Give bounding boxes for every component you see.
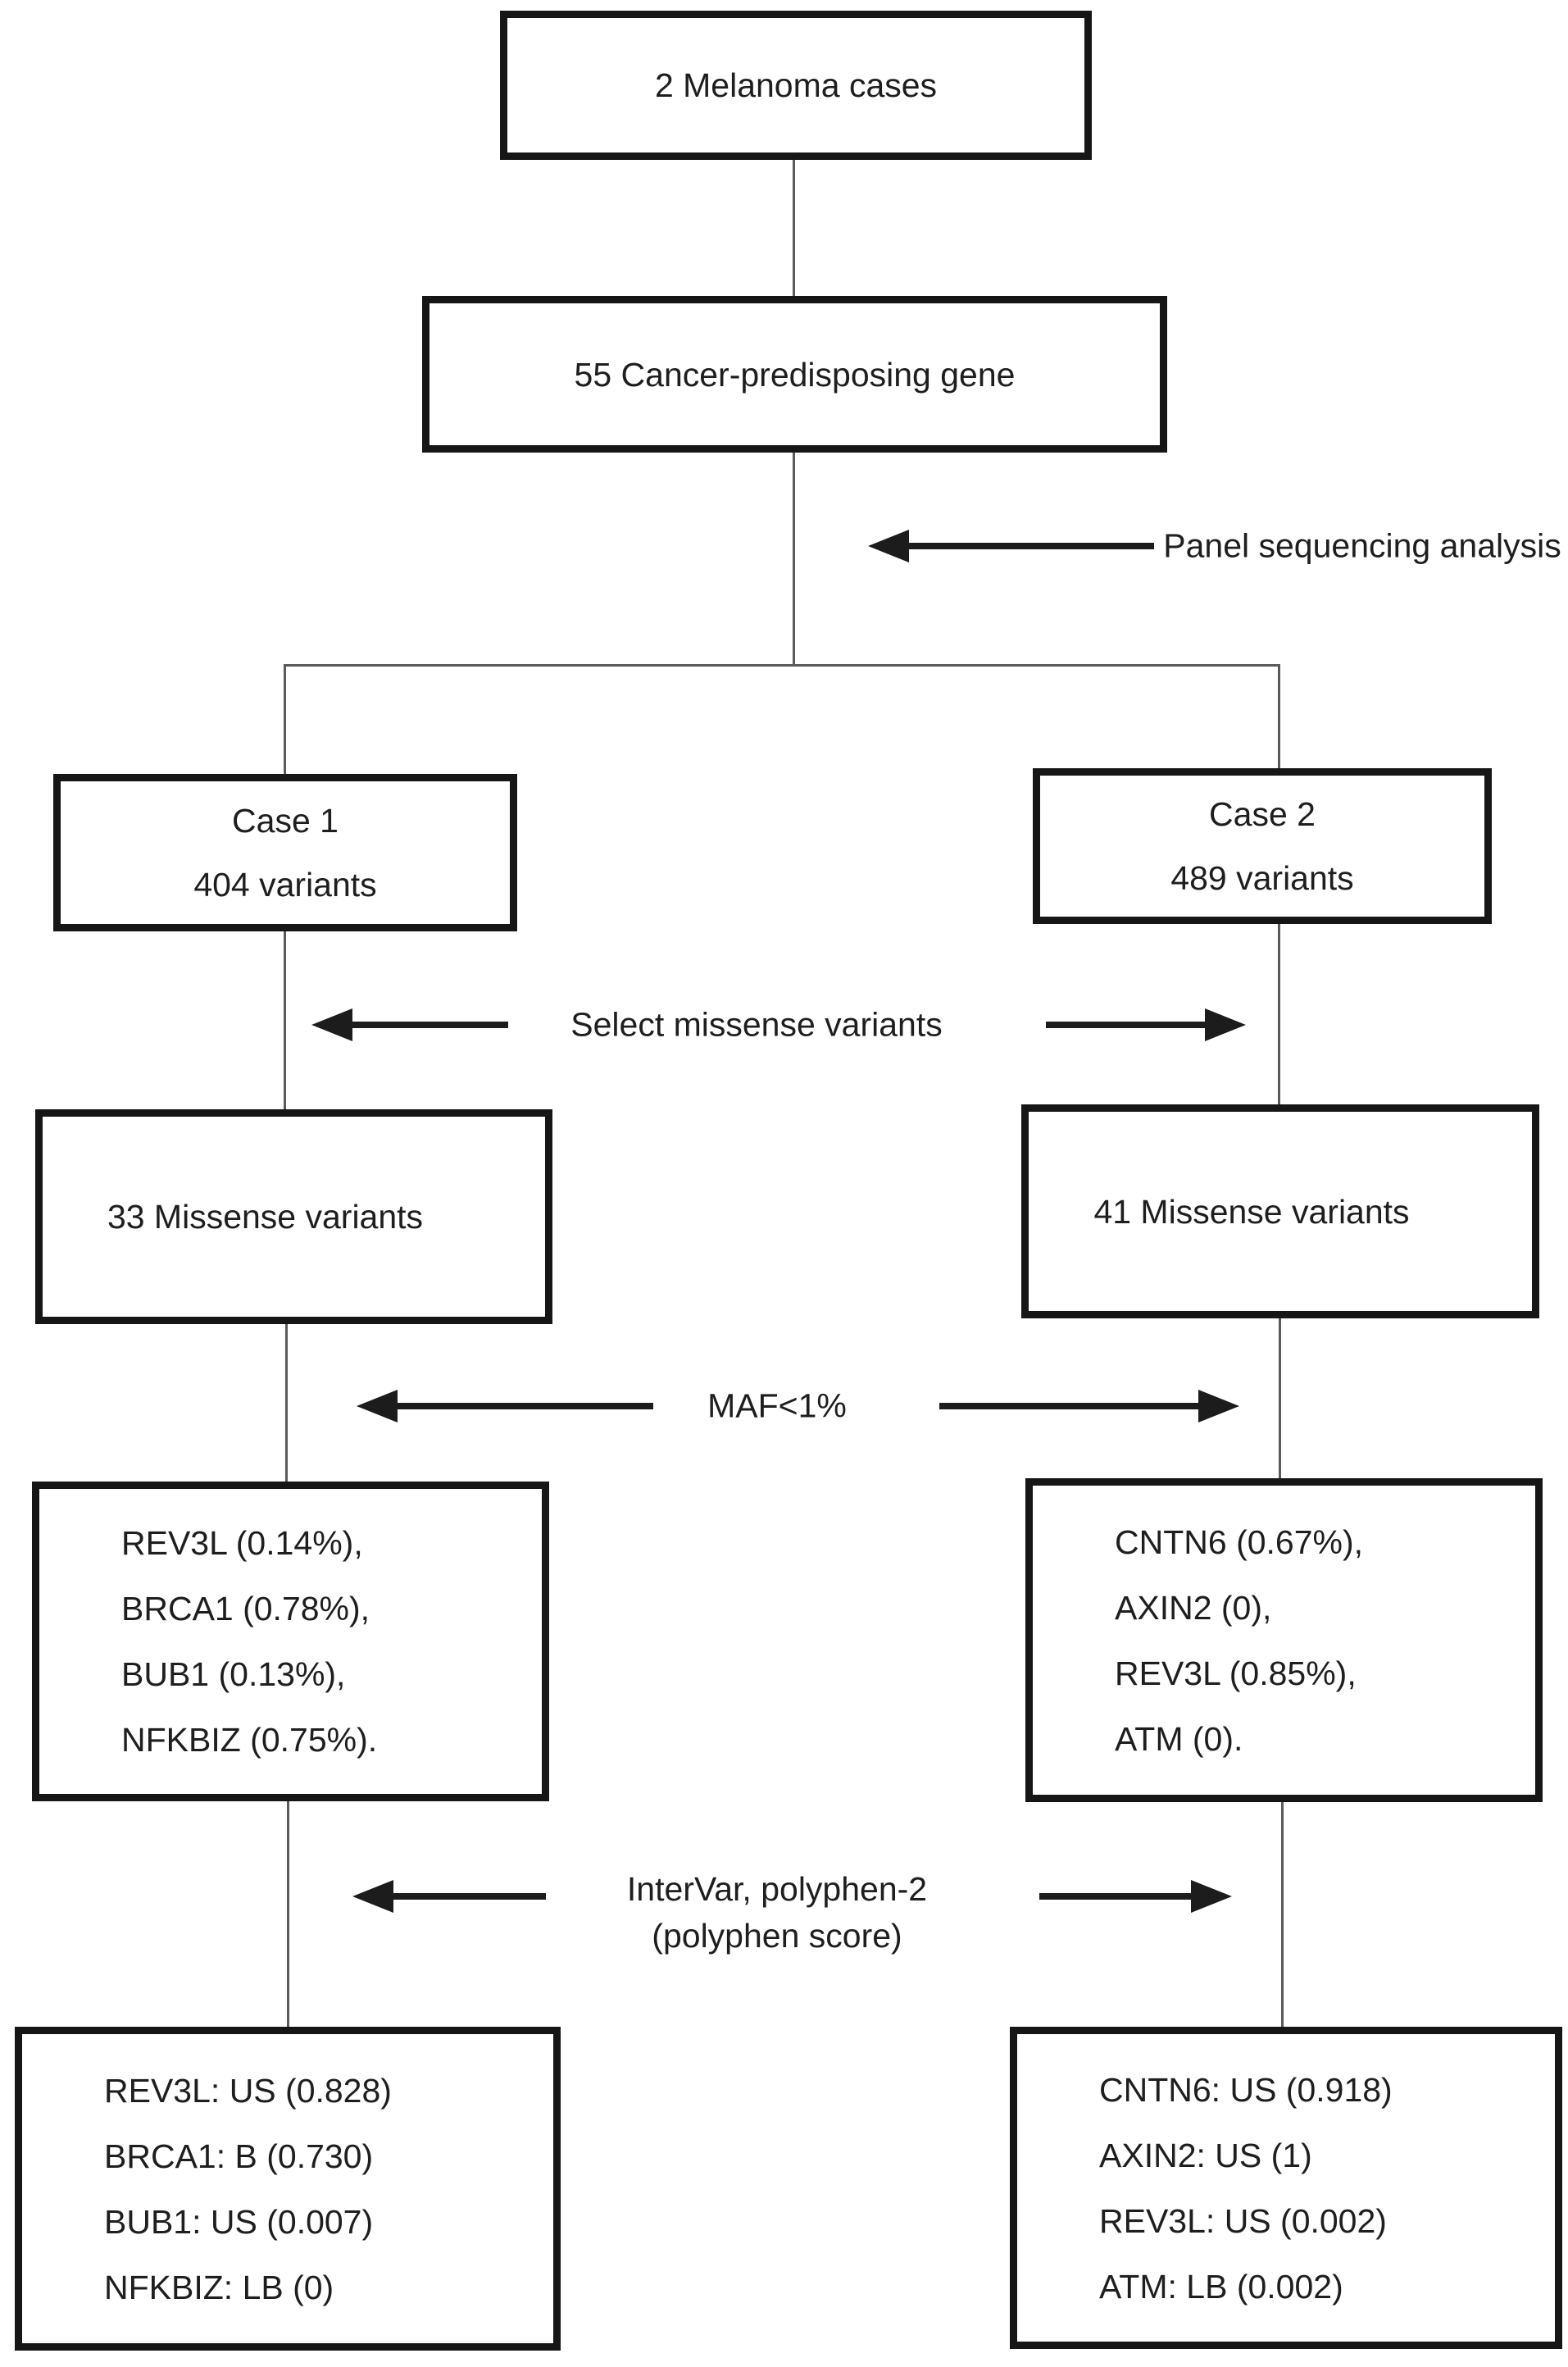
panel-sequencing-label: Panel sequencing analysis [1163, 526, 1561, 565]
panel-sequencing-arrow [868, 530, 1154, 562]
connector-case2-to-missense2 [1278, 924, 1280, 1104]
node-missense-case1: 33 Missense variants [35, 1109, 552, 1324]
node-maf-genes-case2: CNTN6 (0.67%), AXIN2 (0), REV3L (0.85%),… [1025, 1478, 1543, 1802]
node-melanoma-cases-label: 2 Melanoma cases [654, 66, 938, 104]
arrowhead-right-icon [1198, 1390, 1239, 1422]
connector-missense1-to-maf1 [285, 1324, 288, 1482]
maf-gene-line: BRCA1 (0.78%), [121, 1590, 370, 1627]
connector-split-horizontal [284, 664, 1280, 667]
arrowhead-left-icon [357, 1390, 398, 1422]
connector-maf2-to-class2 [1281, 1802, 1284, 2027]
case1-variant-count: 404 variants [193, 866, 377, 904]
arrow-shaft [384, 1893, 546, 1900]
connector-root-to-panel [793, 160, 795, 296]
maf-gene-line: CNTN6 (0.67%), [1115, 1523, 1364, 1561]
node-classification-case1: REV3L: US (0.828) BRCA1: B (0.730) BUB1:… [15, 2027, 561, 2351]
node-missense-case2: 41 Missense variants [1021, 1104, 1539, 1318]
arrow-shaft [343, 1022, 508, 1028]
classification-line: AXIN2: US (1) [1099, 2136, 1312, 2174]
classification-line: REV3L: US (0.002) [1099, 2201, 1387, 2240]
case1-title: Case 1 [232, 802, 339, 840]
node-maf-genes-case1: REV3L (0.14%), BRCA1 (0.78%), BUB1 (0.13… [32, 1482, 549, 1801]
select-missense-arrow-left [311, 1008, 508, 1041]
classify-step-label: InterVar, polyphen-2 (polyphen score) [627, 1866, 927, 1960]
arrowhead-left-icon [868, 530, 909, 562]
case2-variant-count: 489 variants [1170, 859, 1354, 897]
node-case1: Case 1 404 variants [53, 774, 517, 931]
classify-arrow-right [1039, 1880, 1232, 1913]
node-gene-panel: 55 Cancer-predisposing gene [422, 296, 1167, 453]
node-gene-panel-label: 55 Cancer-predisposing gene [574, 355, 1016, 394]
connector-missense2-to-maf2 [1279, 1318, 1281, 1478]
maf-filter-arrow-left [357, 1390, 653, 1422]
arrow-shaft [1039, 1893, 1201, 1900]
connector-split-to-case2 [1278, 664, 1280, 768]
connector-maf1-to-class1 [287, 1801, 289, 2027]
maf-filter-arrow-right [939, 1390, 1239, 1422]
classification-line: REV3L: US (0.828) [104, 2071, 392, 2110]
arrow-shaft [388, 1403, 653, 1409]
maf-gene-line: AXIN2 (0), [1115, 1588, 1272, 1627]
node-classification-case2: CNTN6: US (0.918) AXIN2: US (1) REV3L: U… [1010, 2027, 1562, 2349]
classification-line: CNTN6: US (0.918) [1099, 2070, 1393, 2109]
arrow-shaft [939, 1403, 1208, 1409]
maf-gene-line: ATM (0). [1115, 1719, 1243, 1758]
arrow-shaft [1046, 1022, 1215, 1028]
arrowhead-left-icon [352, 1880, 393, 1913]
maf-gene-line: BUB1 (0.13%), [121, 1655, 346, 1693]
node-melanoma-cases: 2 Melanoma cases [500, 11, 1092, 160]
maf-filter-label: MAF<1% [707, 1386, 847, 1425]
case2-title: Case 2 [1209, 795, 1316, 833]
missense-case1-label: 33 Missense variants [107, 1198, 424, 1236]
connector-case1-to-missense1 [284, 931, 286, 1109]
missense-case2-label: 41 Missense variants [1093, 1192, 1410, 1231]
connector-split-to-case1 [284, 664, 286, 774]
maf-gene-line: REV3L (0.14%), [121, 1524, 363, 1562]
connector-panel-to-split [793, 453, 795, 666]
arrowhead-left-icon [311, 1008, 352, 1041]
arrowhead-right-icon [1191, 1880, 1232, 1913]
classify-step-label-line1: InterVar, polyphen-2 [626, 1870, 928, 1908]
classification-line: NFKBIZ: LB (0) [104, 2268, 334, 2306]
maf-gene-line: REV3L (0.85%), [1115, 1654, 1357, 1692]
classify-step-label-line2: (polyphen score) [652, 1917, 902, 1955]
maf-gene-line: NFKBIZ (0.75%). [121, 1721, 378, 1759]
select-missense-arrow-right [1046, 1008, 1246, 1041]
arrow-shaft [899, 543, 1154, 549]
classification-line: BRCA1: B (0.730) [104, 2137, 374, 2175]
select-missense-label: Select missense variants [570, 1005, 943, 1044]
classify-arrow-left [352, 1880, 546, 1913]
node-case2: Case 2 489 variants [1033, 768, 1492, 924]
classification-line: ATM: LB (0.002) [1099, 2267, 1343, 2306]
classification-line: BUB1: US (0.007) [104, 2202, 374, 2241]
arrowhead-right-icon [1205, 1008, 1246, 1041]
